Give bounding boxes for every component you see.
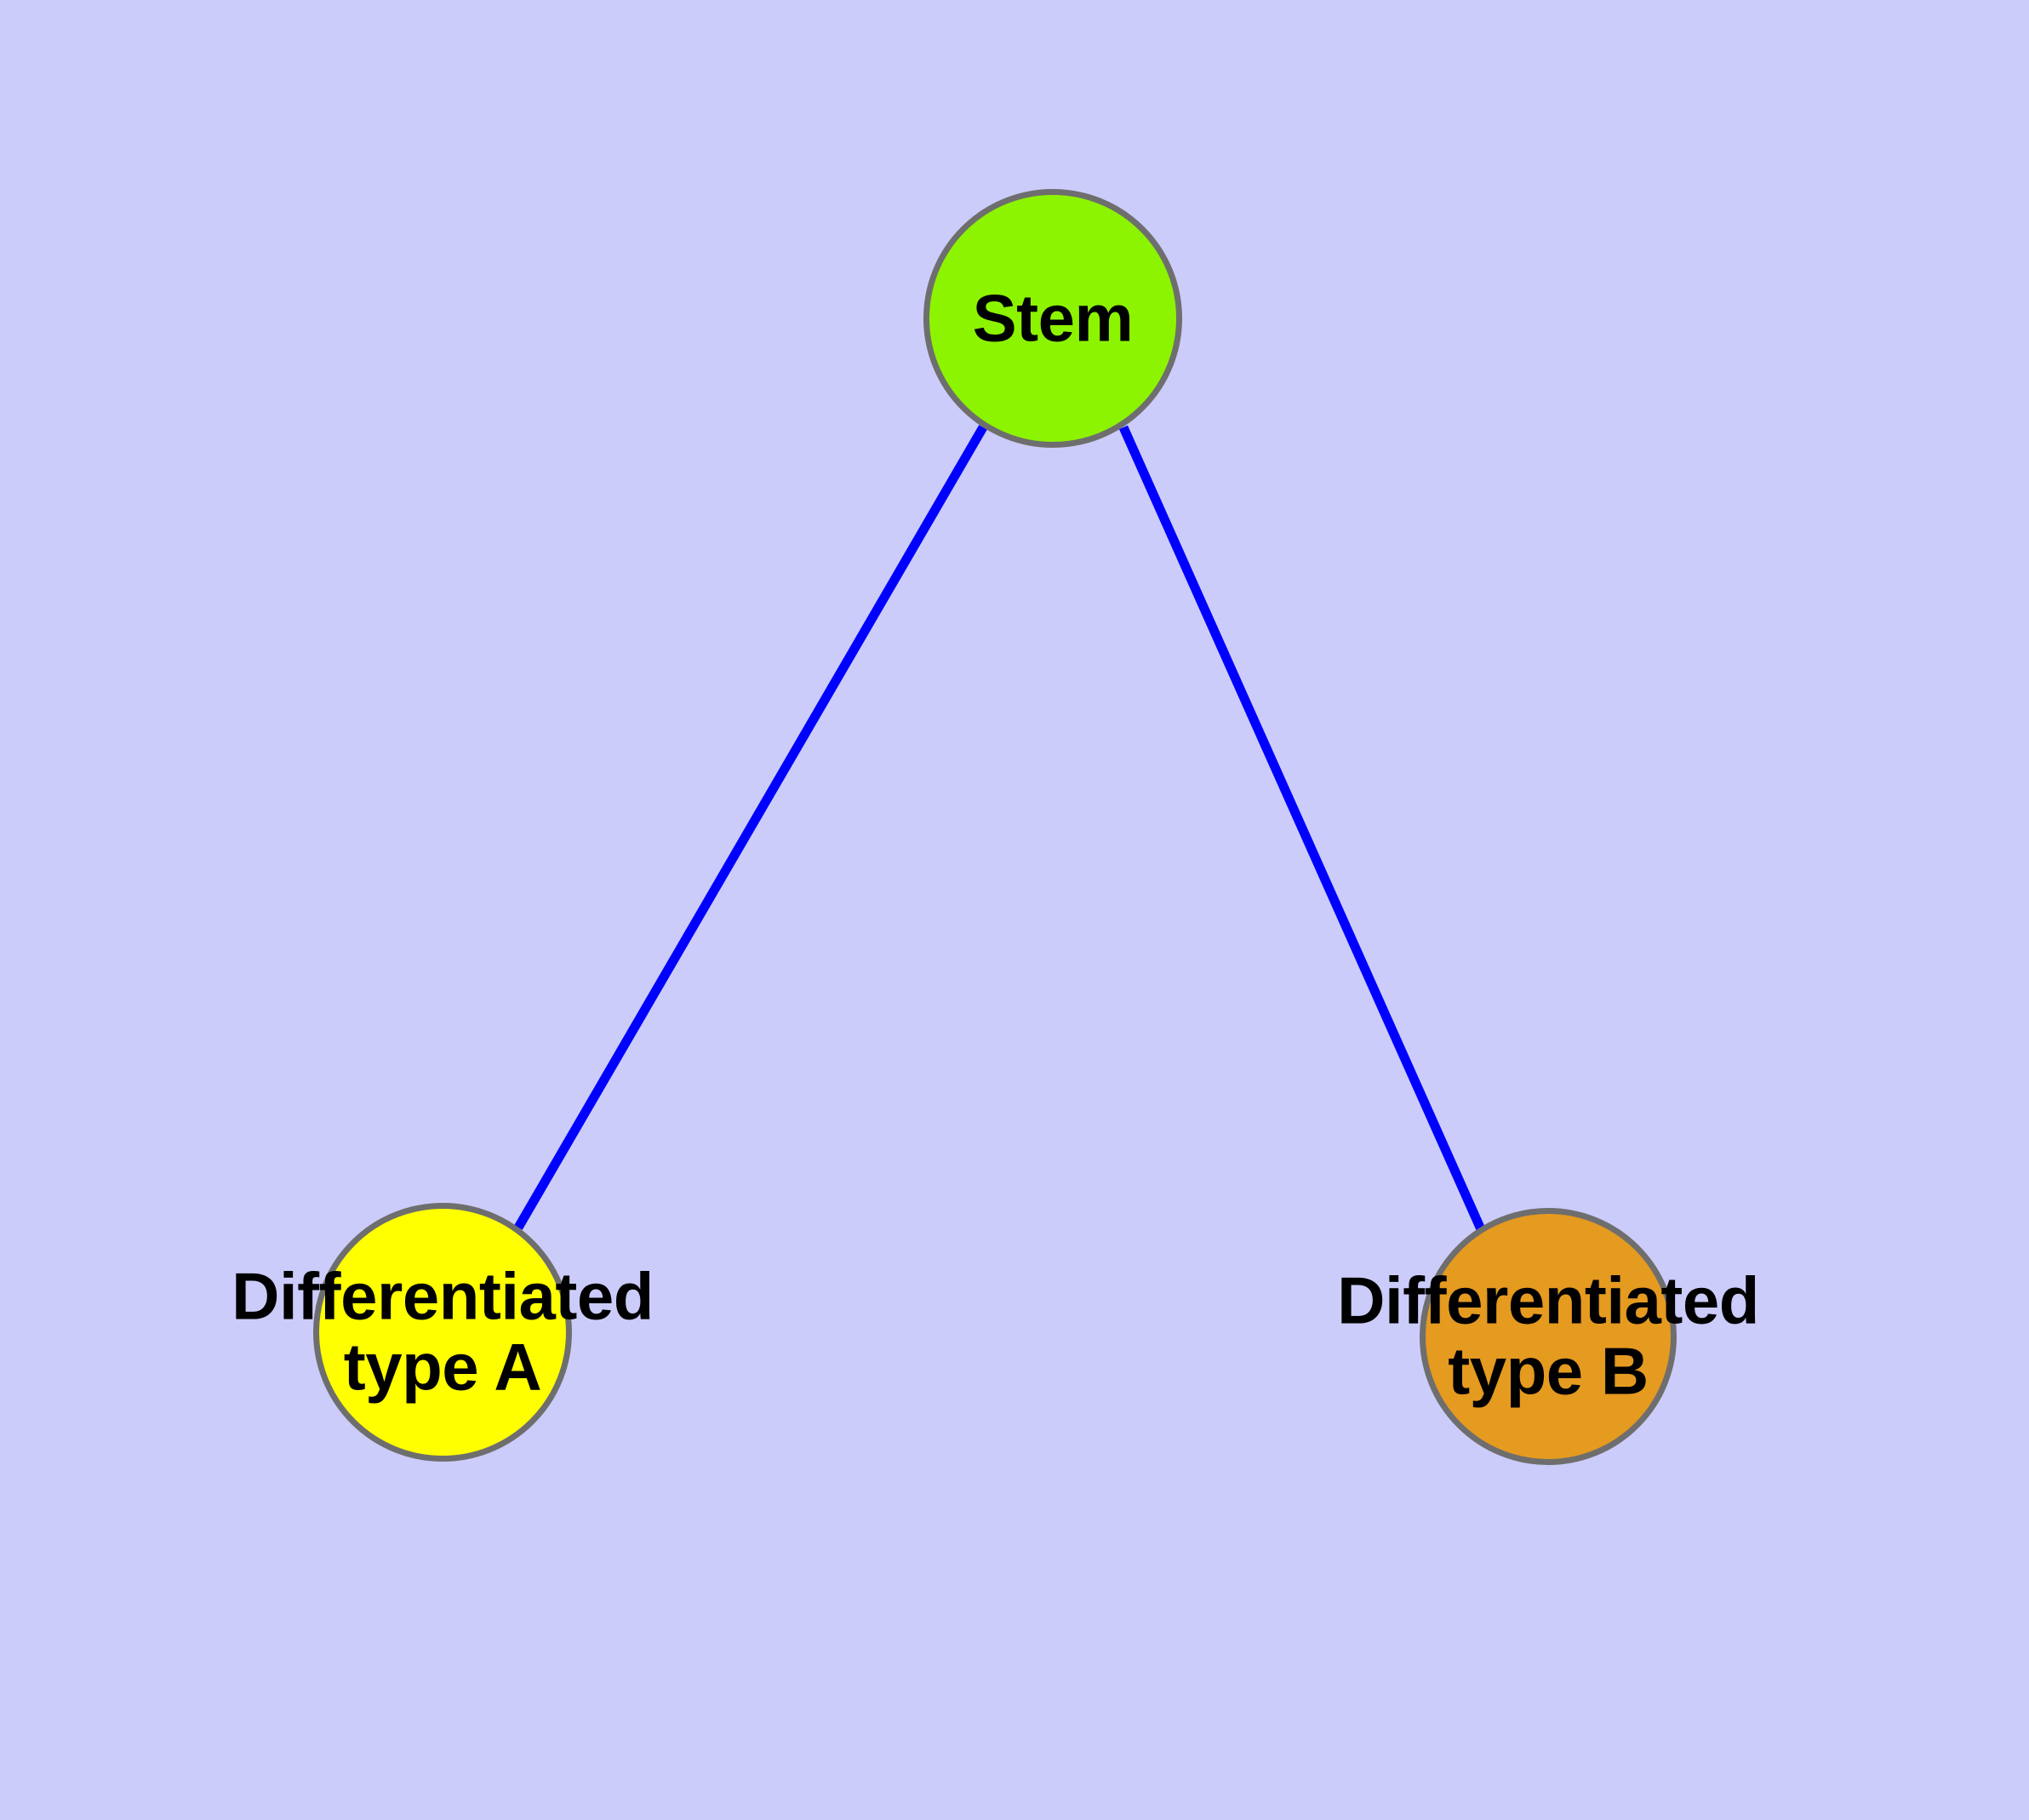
node-differentiated-type-a[interactable]: Differentiated type A <box>231 1203 654 1462</box>
edge-stem-to-differentiated-type-a <box>514 425 987 1230</box>
node-stem[interactable]: Stem <box>923 189 1182 448</box>
node-differentiated-type-b[interactable]: Differentiated type B <box>1337 1208 1759 1465</box>
node-stem-label: Stem <box>972 280 1134 356</box>
edge-stem-to-differentiated-type-b <box>1118 425 1486 1232</box>
